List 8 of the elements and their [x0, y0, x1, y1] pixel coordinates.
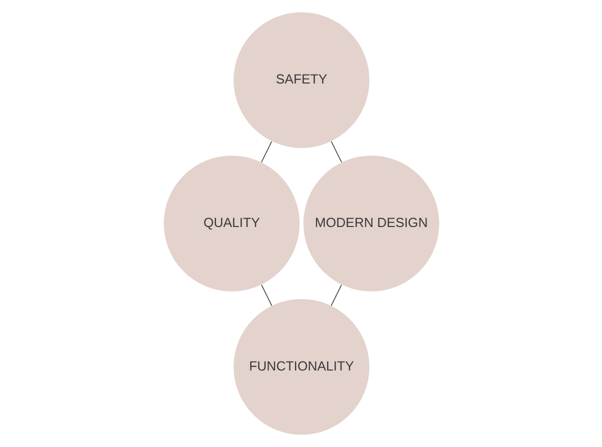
- connector: [330, 284, 342, 306]
- node-circle: FUNCTIONALITY: [233, 298, 369, 435]
- node-circle: SAFETY: [233, 12, 369, 148]
- connector: [330, 141, 342, 163]
- node-circle: QUALITY: [163, 156, 300, 292]
- connector: [260, 141, 272, 163]
- connector: [260, 284, 272, 306]
- node-circle: MODERN DESIGN: [302, 156, 439, 292]
